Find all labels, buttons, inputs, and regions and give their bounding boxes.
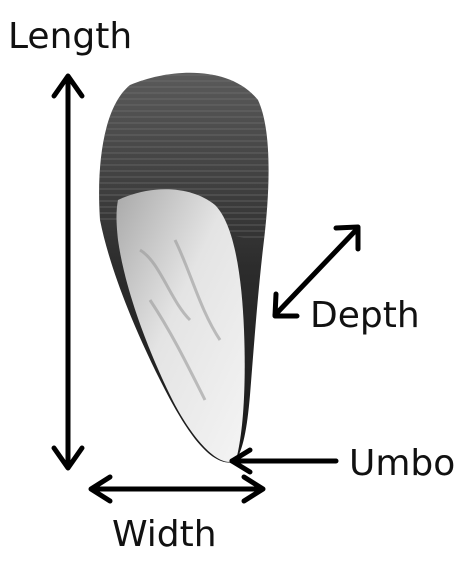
mussel-shell (99, 73, 268, 463)
umbo-label: Umbo (349, 443, 455, 484)
umbo-arrow (232, 450, 336, 472)
width-arrow (91, 477, 263, 501)
depth-label: Depth (310, 295, 420, 336)
length-arrow (54, 76, 82, 468)
width-label: Width (112, 514, 217, 555)
length-label: Length (8, 16, 132, 57)
